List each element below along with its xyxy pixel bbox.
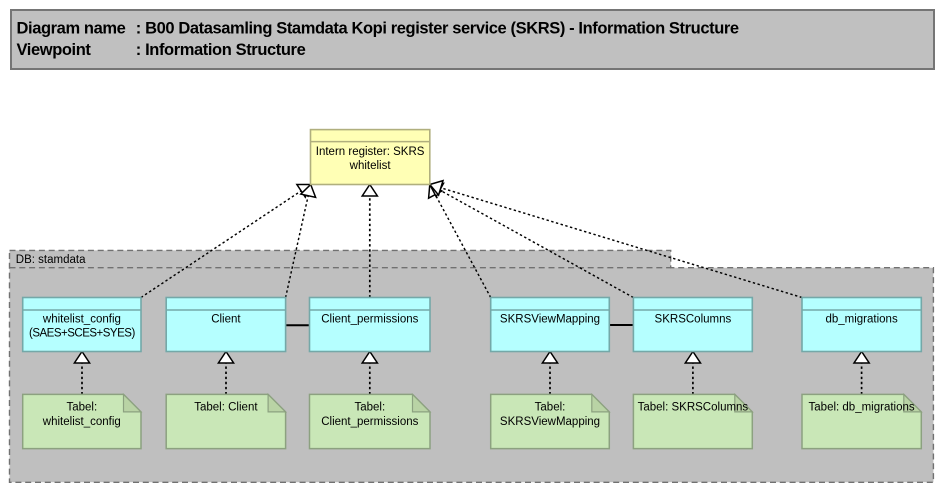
svg-text:: B00 Datasamling Stamdata Kop: : B00 Datasamling Stamdata Kopi register… [136,19,739,37]
svg-text:SKRSViewMapping: SKRSViewMapping [500,416,600,428]
svg-text:Tabel:: Tabel: [66,401,97,413]
svg-text:Diagram name: Diagram name [17,19,126,37]
svg-text:Tabel: SKRSColumns: Tabel: SKRSColumns [638,401,749,413]
svg-text:Tabel: db_migrations: Tabel: db_migrations [809,401,915,413]
svg-text:: Information Structure: : Information Structure [136,41,306,59]
svg-text:Viewpoint: Viewpoint [17,41,92,59]
svg-text:SKRSColumns: SKRSColumns [655,314,732,326]
svg-text:(SAES+SCES+SYES): (SAES+SCES+SYES) [29,328,135,340]
svg-text:Client_permissions: Client_permissions [321,416,418,428]
svg-text:DB: stamdata: DB: stamdata [16,254,86,266]
svg-text:whitelist: whitelist [349,160,392,172]
svg-text:Tabel:: Tabel: [354,401,385,413]
svg-text:whitelist_config: whitelist_config [42,416,121,428]
svg-text:Tabel: Client: Tabel: Client [194,401,258,413]
svg-text:Client: Client [211,314,241,326]
svg-text:Tabel:: Tabel: [535,401,566,413]
svg-text:Intern register: SKRS: Intern register: SKRS [316,146,425,158]
svg-text:db_migrations: db_migrations [825,314,897,326]
svg-text:Client_permissions: Client_permissions [321,314,418,326]
svg-text:SKRSViewMapping: SKRSViewMapping [500,314,600,326]
svg-text:whitelist_config: whitelist_config [42,314,121,326]
